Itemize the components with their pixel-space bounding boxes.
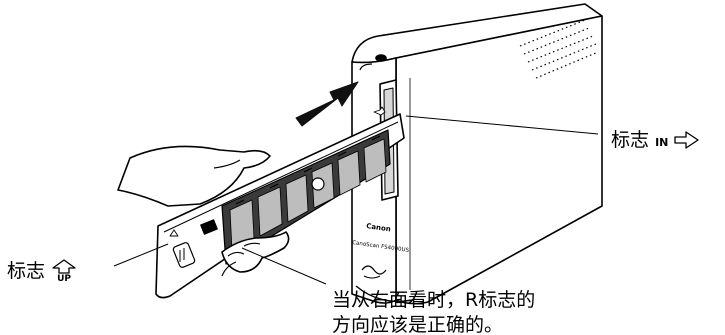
- holder-up-mark-icon: [169, 229, 179, 237]
- holder-in-mark-icon: [373, 106, 386, 116]
- callout-lines: [113, 115, 599, 285]
- callout-line-note: [241, 247, 327, 285]
- in-mark-symbol: IN: [655, 136, 669, 149]
- up-arrow-icon: [52, 259, 76, 274]
- callout-line-in: [405, 115, 599, 135]
- label-up-mark: 标志 UP: [7, 256, 77, 285]
- up-mark-badge: UP: [51, 259, 77, 285]
- callout-line-up: [113, 243, 169, 267]
- holder-reference-mark: [311, 177, 325, 191]
- film-holder: [155, 106, 405, 299]
- device-logo-icon: [361, 265, 387, 275]
- hand-upper: [117, 145, 271, 207]
- insert-direction-arrow: [295, 81, 359, 127]
- film-frames: [229, 138, 387, 251]
- label-in-mark: 标志 IN: [611, 125, 700, 152]
- orientation-note-line-1: 当从右面看时，R标志的: [332, 289, 536, 311]
- orientation-note-line-2: 方向应该是正确的。: [332, 314, 504, 335]
- hand-lower: [221, 231, 290, 277]
- label-in-mark-text: 标志: [611, 129, 650, 151]
- in-arrow-icon: [674, 131, 700, 149]
- label-up-mark-text: 标志: [7, 260, 46, 282]
- device-brand-label: Canon: [366, 222, 392, 233]
- up-mark-symbol: UP: [57, 274, 71, 284]
